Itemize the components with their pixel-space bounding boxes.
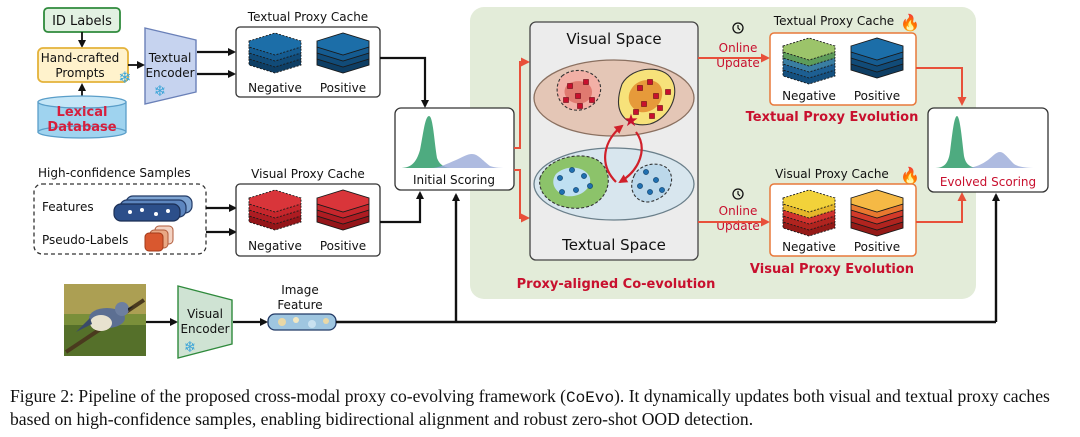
clock-icon [732, 22, 744, 34]
figure-caption: Figure 2: Pipeline of the proposed cross… [10, 386, 1072, 430]
alignment-arrow-down [618, 131, 643, 184]
snowflake-icon: ❄ [154, 82, 167, 100]
right-textual-cache-title: Textual Proxy Cache [773, 14, 894, 28]
lexical-text-2: Database [47, 120, 116, 135]
textual-negative-stack [248, 32, 302, 74]
image-feature-bar [267, 313, 337, 331]
visual-positive-stack [316, 189, 370, 231]
left-visual-negative-label: Negative [248, 239, 302, 253]
right-visual-positive-label: Positive [854, 240, 900, 254]
left-visual-positive-label: Positive [320, 239, 366, 253]
prompts-text-2: Prompts [55, 66, 104, 80]
right-textual-negative-label: Negative [782, 89, 836, 103]
right-visual-cache-title: Visual Proxy Cache [775, 167, 889, 181]
id-labels-text: ID Labels [52, 14, 112, 29]
high-confidence-box [33, 183, 207, 255]
evolved-visual-negative-stack [782, 189, 836, 237]
textual-space-points [557, 167, 665, 195]
left-visual-cache-title: Visual Proxy Cache [251, 167, 365, 181]
evolved-textual-positive-stack [850, 37, 904, 79]
online-update-bottom-1: Online [719, 204, 758, 218]
clock-icon [732, 188, 744, 200]
right-visual-negative-label: Negative [782, 240, 836, 254]
feature-cards [113, 195, 193, 222]
online-update-top-1: Online [719, 41, 758, 55]
textual-positive-cluster [539, 155, 609, 209]
snowflake-icon: ❄ [184, 338, 197, 356]
pseudo-labels-label: Pseudo-Labels [42, 233, 128, 247]
star-icon: ★ [623, 111, 638, 131]
online-update-top-2: Update [716, 56, 759, 70]
bird-image [64, 284, 146, 356]
left-textual-cache-title: Textual Proxy Cache [247, 10, 368, 24]
spaces-panel [529, 21, 699, 261]
visual-encoder-text-2: Encoder [180, 322, 229, 336]
visual-encoder-text-1: Visual [187, 307, 223, 321]
caption-suffix: ). It dynamically updates both visual an… [10, 386, 1050, 429]
visual-evolution-label: Visual Proxy Evolution [750, 262, 914, 277]
features-label: Features [42, 200, 94, 214]
initial-scoring-label: Initial Scoring [413, 173, 495, 187]
caption-code: CoEvo [566, 389, 615, 407]
visual-positive-cluster [618, 68, 676, 126]
lexical-database: Lexical Database [37, 95, 127, 139]
fire-icon: 🔥 [900, 13, 920, 32]
fire-icon: 🔥 [900, 166, 920, 185]
textual-positive-stack [316, 32, 370, 74]
lexical-text-1: Lexical [57, 105, 108, 120]
image-feature-text-2: Feature [277, 298, 322, 312]
visual-space-title: Visual Space [566, 30, 661, 48]
evolved-textual-negative-stack [782, 37, 836, 85]
coevolution-label: Proxy-aligned Co-evolution [517, 277, 716, 292]
right-textual-positive-label: Positive [854, 89, 900, 103]
textual-encoder-text-2: Encoder [145, 66, 194, 80]
visual-negative-stack [248, 189, 302, 231]
pseudo-label-cards [144, 225, 174, 252]
textual-encoder-text-1: Textual [148, 51, 192, 65]
textual-evolution-label: Textual Proxy Evolution [746, 110, 919, 125]
evolved-scoring-label: Evolved Scoring [940, 175, 1036, 189]
high-confidence-title: High-confidence Samples [38, 166, 191, 180]
visual-encoder [177, 285, 233, 359]
textual-space-title: Textual Space [561, 236, 666, 254]
textual-encoder [144, 27, 197, 105]
visual-space-points [563, 79, 671, 119]
evolved-score-distribution [934, 116, 1040, 168]
initial-score-distribution [400, 116, 508, 168]
caption-prefix: Figure 2: Pipeline of the proposed cross… [10, 386, 567, 406]
left-textual-positive-label: Positive [320, 81, 366, 95]
alignment-arrow-up [604, 124, 624, 183]
prompts-text-1: Hand-crafted [41, 51, 120, 65]
evolved-visual-positive-stack [850, 189, 904, 237]
left-textual-negative-label: Negative [248, 81, 302, 95]
image-feature-text-1: Image [281, 283, 319, 297]
snowflake-icon: ❄ [118, 68, 131, 87]
